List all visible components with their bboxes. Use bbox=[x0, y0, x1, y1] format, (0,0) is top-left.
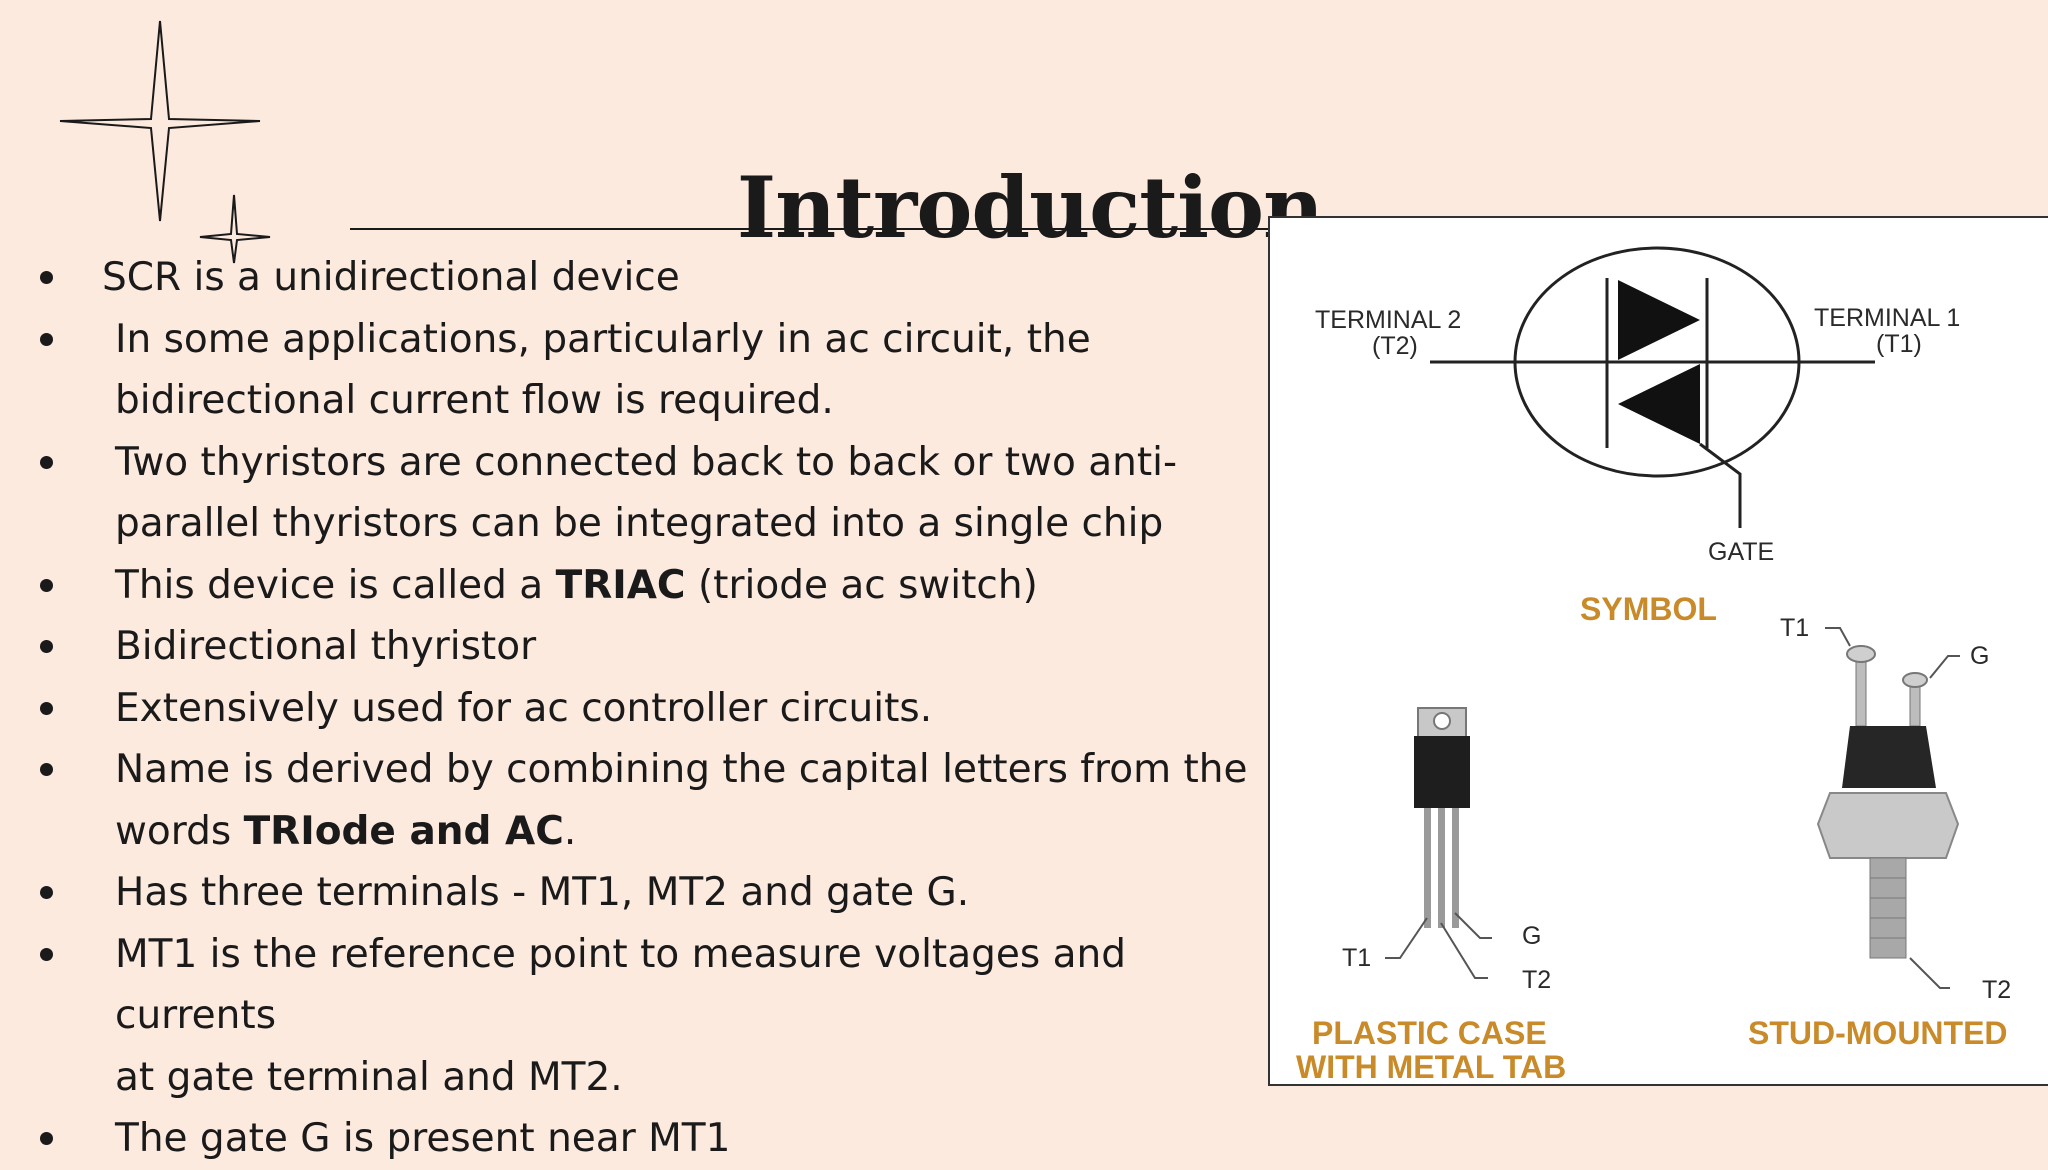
stud-mounted-icon bbox=[1816, 627, 1960, 989]
bullet-text: Has three terminals - MT1, MT2 and gate … bbox=[115, 870, 970, 915]
bullet-dot-icon bbox=[40, 271, 53, 284]
bullet-item: Bidirectional thyristor bbox=[0, 616, 1260, 678]
bullet-dot-icon bbox=[40, 640, 53, 653]
bullet-dot-icon bbox=[40, 701, 53, 715]
stud-t2-label: T2 bbox=[1982, 976, 2012, 1004]
terminal1-sub-label: (T1) bbox=[1876, 330, 1922, 358]
plastic-caption-line2: WITH METAL TAB bbox=[1296, 1049, 1567, 1085]
terminal2-sub-label: (T2) bbox=[1372, 332, 1418, 360]
bullet-text: Name is derived by combining the capital… bbox=[115, 747, 1248, 792]
bullet-list: SCR is a unidirectional device In some ap… bbox=[0, 247, 1260, 1170]
gate-label: GATE bbox=[1708, 538, 1775, 566]
bullet-dot-icon bbox=[40, 763, 53, 776]
triac-symbol-icon bbox=[1430, 246, 1875, 528]
bullet-text: bidirectional current flow is required. bbox=[115, 378, 834, 423]
bullet-item: In some applications, particularly in ac… bbox=[0, 309, 1260, 432]
stud-g-label: G bbox=[1970, 642, 1990, 670]
terminal2-label: TERMINAL 2 bbox=[1315, 306, 1462, 334]
bullet-text: MT1 is the reference point to measure vo… bbox=[115, 931, 1126, 1039]
plastic-caption-line1: PLASTIC CASE bbox=[1312, 1015, 1547, 1051]
symbol-caption: SYMBOL bbox=[1580, 591, 1717, 627]
slide-title: Introduction bbox=[736, 158, 1324, 258]
bullet-emphasis: TRIAC bbox=[555, 562, 686, 608]
bullet-dot-icon bbox=[40, 1132, 53, 1145]
plastic-g-label: G bbox=[1522, 922, 1542, 950]
stud-t1-label: T1 bbox=[1780, 614, 1810, 642]
bullet-text: Extensively used for ac controller circu… bbox=[115, 685, 933, 731]
terminal1-label: TERMINAL 1 bbox=[1814, 304, 1961, 332]
bullet-dot-icon bbox=[40, 578, 53, 592]
bullet-item: MT1 is the reference point to measure vo… bbox=[0, 924, 1260, 1109]
bullet-text: . bbox=[563, 808, 577, 854]
plastic-t1-label: T1 bbox=[1342, 944, 1372, 972]
triac-illustration bbox=[1385, 246, 1960, 989]
bullet-text: This device is called a bbox=[115, 562, 556, 608]
bullet-item: SCR is a unidirectional device bbox=[0, 247, 1260, 309]
bullet-item: Has three terminals - MT1, MT2 and gate … bbox=[0, 862, 1260, 924]
plastic-t2-label: T2 bbox=[1522, 966, 1552, 994]
bullet-text: words bbox=[115, 808, 244, 854]
bullet-item: Name is derived by combining the capital… bbox=[0, 739, 1260, 862]
bullet-text: (triode ac switch) bbox=[685, 562, 1038, 608]
bullet-text: Bidirectional thyristor bbox=[115, 624, 537, 669]
bullet-dot-icon bbox=[40, 332, 53, 346]
triac-figure: TERMINAL 2 (T2) TERMINAL 1 (T1) GATE SYM… bbox=[1268, 216, 2048, 1086]
bullet-item: Two thyristors are connected back to bac… bbox=[0, 432, 1260, 555]
bullet-item: This device is called a TRIAC (triode ac… bbox=[0, 555, 1260, 617]
bullet-dot-icon bbox=[40, 947, 53, 961]
sparkle-stars-icon bbox=[59, 20, 271, 264]
bullet-text: In some applications, particularly in ac… bbox=[115, 316, 1091, 362]
bullet-item: Extensively used for ac controller circu… bbox=[0, 678, 1260, 740]
bullet-text: The gate G is present near MT1 bbox=[115, 1116, 731, 1161]
bullet-text: parallel thyristors can be integrated in… bbox=[115, 501, 1164, 546]
bullet-emphasis: TRIode and AC bbox=[243, 808, 564, 854]
stud-caption: STUD-MOUNTED bbox=[1748, 1015, 2008, 1051]
bullet-dot-icon bbox=[40, 886, 53, 899]
bullet-item: The gate G is present near MT1 bbox=[0, 1108, 1260, 1170]
bullet-text: Two thyristors are connected back to bac… bbox=[115, 439, 1178, 485]
bullet-text: at gate terminal and MT2. bbox=[115, 1054, 623, 1100]
bullet-text: SCR is a unidirectional device bbox=[102, 255, 680, 300]
title-divider bbox=[350, 228, 1270, 230]
bullet-dot-icon bbox=[40, 455, 53, 469]
plastic-case-icon bbox=[1385, 707, 1492, 979]
